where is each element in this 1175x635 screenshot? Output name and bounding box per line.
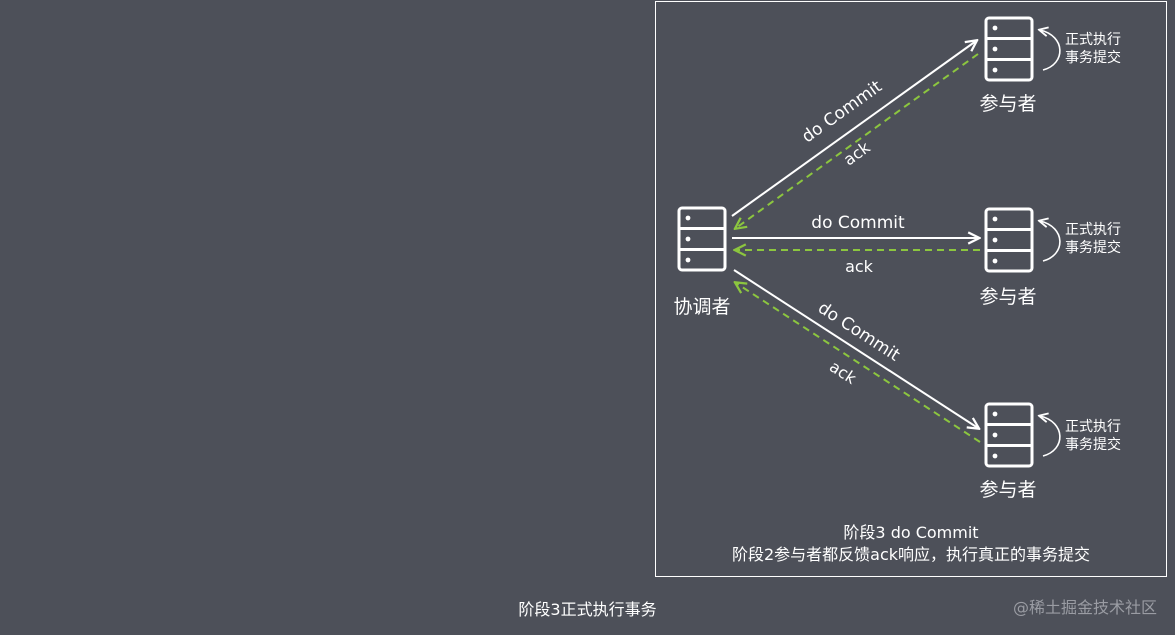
box-caption-description: 阶段2参与者都反馈ack响应，执行真正的事务提交: [732, 545, 1090, 564]
server-icon: [984, 207, 1034, 273]
participant-note-line1: 正式执行: [1065, 222, 1121, 238]
commit-arrow: [733, 269, 978, 428]
edge-to-participant-3: do Commit ack: [733, 269, 981, 443]
participant-node-3: 正式执行 事务提交 参与者: [979, 402, 1121, 501]
participant-note-line2: 事务提交: [1065, 239, 1121, 256]
edge-to-participant-1: do Commit ack: [731, 41, 979, 228]
ack-arrow: [736, 283, 981, 443]
commit-label: do Commit: [814, 298, 903, 366]
curved-arrow-icon: [1040, 221, 1061, 262]
diagram-frame: [655, 1, 1167, 577]
curved-arrow-icon: [1040, 416, 1061, 457]
watermark: @稀土掘金技术社区: [1012, 598, 1157, 617]
box-caption-title: 阶段3 do Commit: [843, 523, 978, 542]
participant-note-line2: 事务提交: [1065, 436, 1121, 453]
curved-arrow-icon: [1040, 30, 1061, 71]
commit-arrow: [731, 41, 976, 217]
server-icon: [984, 16, 1034, 82]
server-icon: [984, 402, 1034, 468]
edge-to-participant-2: do Commit ack: [732, 213, 980, 276]
participant-label: 参与者: [979, 286, 1036, 308]
participant-note-line1: 正式执行: [1065, 419, 1121, 435]
participant-note-line2: 事务提交: [1065, 49, 1121, 66]
commit-label: do Commit: [811, 213, 905, 233]
server-icon: [677, 206, 727, 272]
ack-arrow: [736, 53, 979, 228]
participant-node-2: 正式执行 事务提交 参与者: [979, 207, 1121, 308]
participant-label: 参与者: [979, 93, 1036, 115]
ack-label: ack: [845, 257, 874, 276]
coordinator-label: 协调者: [673, 296, 730, 318]
participant-label: 参与者: [979, 479, 1036, 501]
page-caption: 阶段3正式执行事务: [518, 600, 657, 619]
participant-node-1: 正式执行 事务提交 参与者: [979, 16, 1121, 115]
ack-label: ack: [840, 137, 874, 169]
participant-note-line1: 正式执行: [1065, 32, 1121, 48]
coordinator-node: 协调者: [673, 206, 731, 318]
